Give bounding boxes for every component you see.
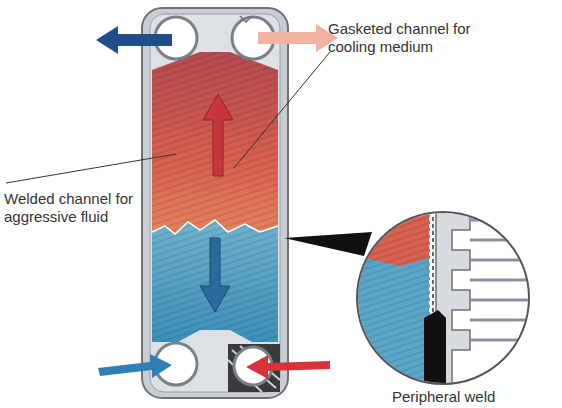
inlet-arrow: [246, 355, 330, 379]
gasketed-channel-area: [152, 220, 278, 342]
welded-channel-area: [152, 52, 278, 236]
torn-edge: [152, 220, 278, 234]
flow-arrow-up: [203, 94, 233, 176]
part-label: Peripheral weld: [392, 388, 542, 406]
outlet-arrow: [96, 26, 172, 54]
part-label: Gasketed channel for cooling medium: [328, 20, 500, 56]
leader-line: [234, 52, 330, 168]
leader-line: [6, 154, 176, 183]
outlet-arrow: [258, 24, 338, 52]
corrugation-pattern: [152, 220, 278, 342]
part-label: Welded channel for aggressive fluid: [4, 190, 144, 226]
plate-stack: [470, 220, 530, 340]
zoom-wedge: [284, 232, 372, 256]
flow-arrow-down: [200, 238, 230, 312]
inset-outline: [357, 212, 529, 384]
plate-notch: [240, 16, 252, 22]
plate-rim: [150, 14, 280, 392]
gasketed-channel-detail: [355, 256, 430, 390]
corrugation-pattern: [152, 52, 278, 236]
corrugation-pattern: [355, 256, 430, 390]
peripheral-weld-bead: [424, 310, 446, 390]
inlet-arrow: [98, 354, 172, 378]
plate-outline: [142, 8, 288, 398]
